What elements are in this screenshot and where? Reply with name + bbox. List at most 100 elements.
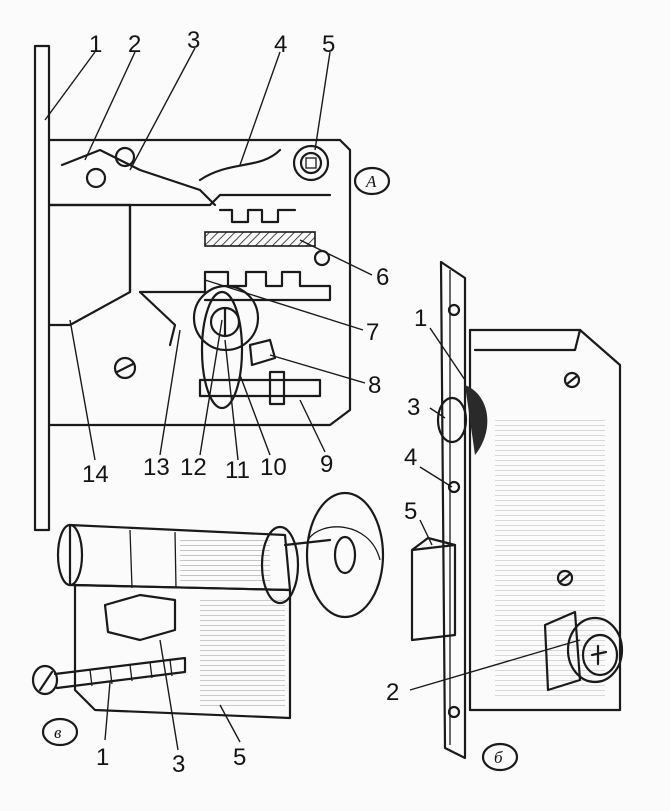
figure-b-assembled-lock: б 1 2 3 4 5 [386, 260, 624, 772]
key-bow-shading [307, 526, 381, 561]
leader-a-13 [159, 329, 181, 456]
cylinder-cam [103, 593, 177, 642]
leader-b-2 [409, 639, 581, 691]
label-b-5: 5 [404, 498, 417, 525]
spring-coil-inner [299, 151, 323, 175]
body-shading [495, 420, 605, 700]
label-a-1: 1 [89, 31, 102, 58]
figure-c-cylinder: в 1 3 5 [31, 491, 385, 778]
slide-rail [47, 193, 332, 207]
caption-a: А [365, 172, 377, 191]
fixing-screw-shaft [53, 656, 187, 690]
cylinder-body [200, 290, 244, 410]
label-a-3: 3 [187, 27, 200, 54]
caption-b-ring [481, 742, 519, 772]
lever-wedge [138, 290, 177, 347]
label-a-11: 11 [225, 457, 250, 484]
bolt-rod [198, 378, 322, 398]
night-latch-button [447, 480, 461, 494]
lever-stop [204, 231, 316, 247]
faceplate-b [439, 260, 467, 760]
leader-b-1 [429, 327, 466, 381]
leader-b-4 [419, 466, 453, 488]
label-c-1: 1 [96, 744, 109, 771]
cylinder-flange [260, 525, 300, 605]
fixing-screw-slot [38, 670, 54, 692]
label-b-2: 2 [386, 679, 399, 706]
notched-bar [138, 270, 332, 302]
label-a-9: 9 [320, 451, 333, 478]
label-c-5: 5 [233, 744, 246, 771]
body-c-shading [200, 600, 285, 710]
lock-body-top [473, 328, 582, 352]
caption-b: б [494, 748, 503, 767]
keyway-b [590, 644, 608, 666]
label-a-6: 6 [376, 264, 389, 291]
leader-c-3 [159, 639, 179, 751]
label-a-5: 5 [322, 31, 335, 58]
fixing-screw-head [31, 664, 59, 696]
lock-housing [47, 138, 352, 427]
barrel-end [56, 523, 84, 587]
screw-slot [115, 362, 135, 374]
latch-shadow [465, 385, 488, 455]
spring-arm [198, 148, 282, 182]
body-screw-top [563, 371, 581, 389]
leader-a-1 [44, 51, 96, 121]
caption-c-ring [41, 717, 79, 747]
key-hole [333, 535, 357, 575]
deadbolt [47, 203, 132, 327]
leader-a-7 [204, 279, 364, 331]
leader-b-5 [419, 519, 433, 546]
label-a-14: 14 [82, 461, 109, 488]
label-b-3: 3 [407, 394, 420, 421]
label-a-12: 12 [180, 454, 207, 481]
leader-b-3 [429, 407, 446, 419]
leader-a-11 [224, 339, 239, 461]
label-a-8: 8 [368, 372, 381, 399]
key-bow [305, 491, 385, 619]
spring-coil [292, 144, 330, 182]
cylinder-sleeve [543, 610, 582, 692]
label-a-10: 10 [260, 454, 287, 481]
label-b-1: 1 [414, 305, 427, 332]
slide-notches [218, 208, 297, 224]
lever-pin [114, 146, 136, 168]
barrel-rings [129, 529, 177, 589]
screw-thread [89, 659, 173, 687]
leader-a-6 [299, 239, 373, 276]
body-screw-bottom-slot [558, 572, 572, 584]
caption-c: в [54, 723, 62, 742]
spring-coil-core [305, 157, 317, 169]
faceplate [33, 44, 51, 532]
cylinder-face [566, 616, 624, 684]
leader-a-9 [299, 399, 326, 453]
lock-body [468, 328, 622, 712]
cam-tongue [248, 338, 277, 367]
latch-lever [60, 148, 217, 207]
lever-pivot [85, 167, 107, 189]
leader-a-5 [314, 51, 331, 151]
body-screw-bottom [556, 569, 574, 587]
housing-screw [113, 356, 137, 380]
leader-a-8 [269, 354, 366, 384]
label-b-4: 4 [404, 444, 417, 471]
deadbolt-b [410, 543, 457, 642]
rod-guide [268, 370, 286, 406]
barrel-shading [180, 538, 270, 583]
caption-a-ring [353, 166, 391, 196]
leader-a-4 [239, 51, 281, 166]
faceplate-screw-top [447, 303, 461, 317]
label-a-4: 4 [274, 31, 287, 58]
body-screw-top-slot [565, 374, 579, 386]
latch-tongue [436, 396, 468, 444]
leader-c-1 [104, 681, 111, 741]
label-a-7: 7 [366, 319, 379, 346]
leader-a-14 [69, 319, 96, 461]
leader-a-2 [84, 51, 136, 161]
leader-a-3 [129, 47, 196, 171]
leader-a-10 [239, 374, 271, 456]
cylinder-plug-b [581, 633, 619, 677]
